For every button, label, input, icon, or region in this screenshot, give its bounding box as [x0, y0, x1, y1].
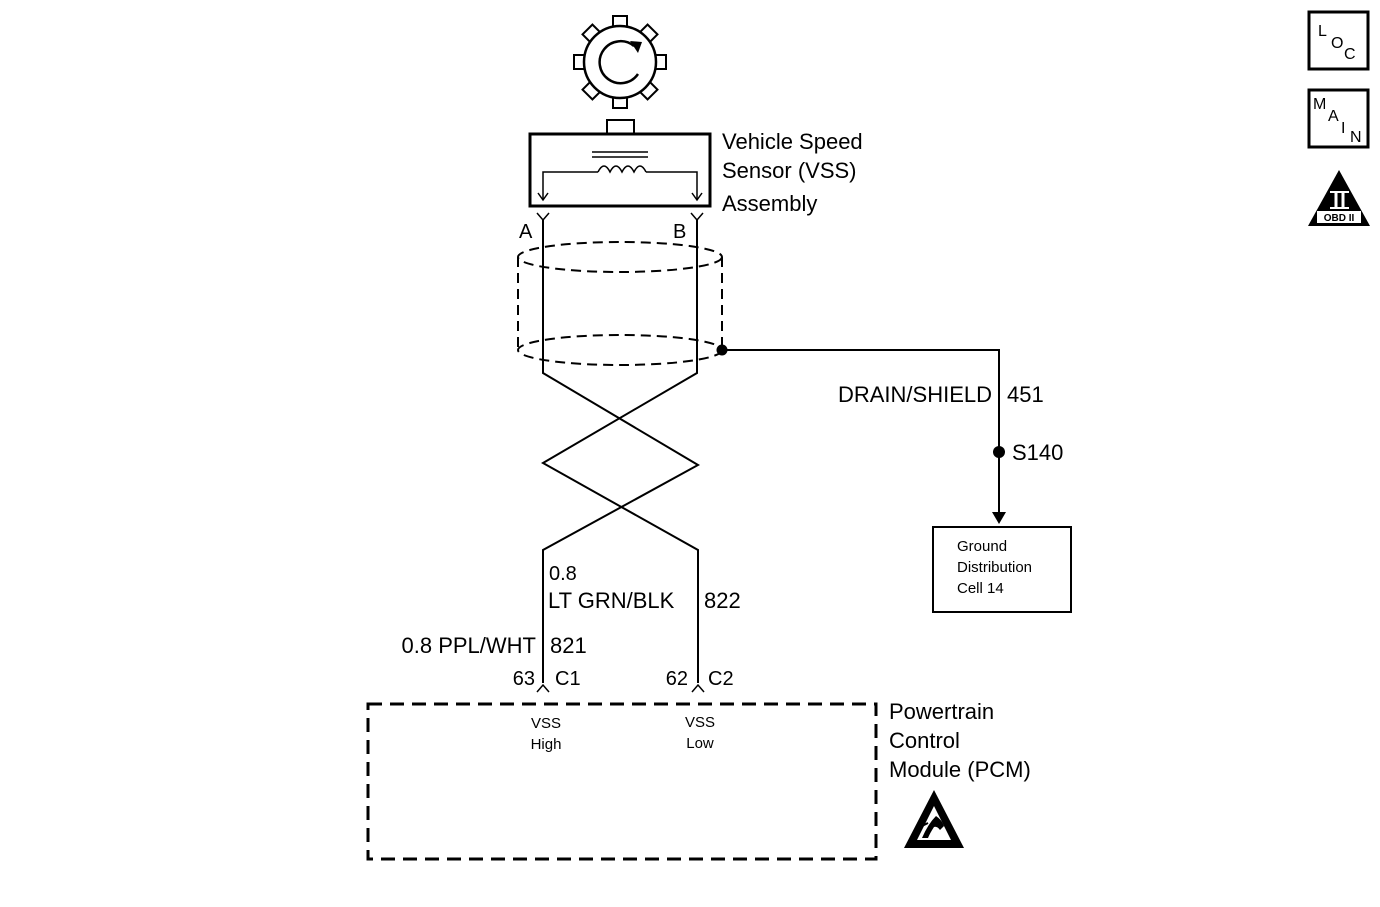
svg-text:N: N — [1350, 129, 1362, 146]
vss-high-label-1: VSS — [531, 715, 561, 732]
svg-text:OBD II: OBD II — [1324, 213, 1355, 224]
main-icon[interactable]: M A I N — [1307, 88, 1370, 149]
pcm-label-line1: Powertrain — [889, 699, 994, 724]
connector-c2-label: C2 — [708, 668, 734, 690]
esd-sensitive-icon — [904, 790, 964, 848]
svg-text:A: A — [1328, 108, 1339, 125]
pin-a-label: A — [519, 221, 533, 243]
high-wire-circuit: 821 — [550, 633, 587, 658]
svg-text:L: L — [1318, 23, 1327, 40]
pin-63-label: 63 — [513, 668, 535, 690]
ground-label-line1: Ground — [957, 538, 1007, 555]
svg-text:C: C — [1344, 46, 1356, 63]
vss-sensor-box — [528, 132, 712, 208]
svg-text:M: M — [1313, 96, 1326, 113]
pcm-box — [366, 702, 878, 861]
sensor-label-line1: Vehicle Speed — [722, 129, 863, 154]
pin-b-label: B — [673, 221, 686, 243]
ground-label-line2: Distribution — [957, 559, 1032, 576]
sensor-label-line2: Sensor (VSS) — [722, 158, 857, 183]
vss-low-label-1: VSS — [685, 714, 715, 731]
sensor-label-line3: Assembly — [722, 191, 817, 216]
twisted-pair-wires — [540, 220, 701, 683]
high-wire-label: 0.8 PPL/WHT — [402, 633, 536, 658]
drain-shield-label: DRAIN/SHIELD — [838, 382, 992, 407]
obd-ii-icon[interactable]: OBD II — [1308, 170, 1370, 226]
ground-arrow-icon — [992, 512, 1006, 524]
pin-b-connector — [690, 212, 704, 222]
wire-shield — [517, 241, 723, 366]
drain-wire — [716, 344, 1006, 524]
vss-high-label-2: High — [531, 736, 562, 753]
pcm-label-line2: Control — [889, 728, 960, 753]
connector-c1-label: C1 — [555, 668, 581, 690]
drain-circuit-number: 451 — [1007, 382, 1044, 407]
low-wire-color: LT GRN/BLK — [548, 588, 675, 613]
pcm-label-line3: Module (PCM) — [889, 757, 1031, 782]
low-wire-circuit: 822 — [704, 588, 741, 613]
sensor-stem — [606, 119, 635, 135]
low-wire-size: 0.8 — [549, 563, 577, 585]
svg-text:O: O — [1331, 35, 1343, 52]
splice-s140-label: S140 — [1012, 440, 1063, 465]
pin-a-connector — [536, 212, 550, 222]
pin-c2-connector — [691, 683, 705, 693]
splice-s140-dot — [993, 446, 1005, 458]
vss-low-label-2: Low — [686, 735, 714, 752]
loc-icon[interactable]: L O C — [1307, 10, 1370, 71]
svg-text:I: I — [1341, 120, 1345, 137]
ground-distribution-box — [932, 526, 1072, 613]
ground-label-line3: Cell 14 — [957, 580, 1004, 597]
reluctor-wheel-icon — [573, 15, 667, 109]
pin-c1-connector — [536, 683, 550, 693]
pin-62-label: 62 — [666, 668, 688, 690]
